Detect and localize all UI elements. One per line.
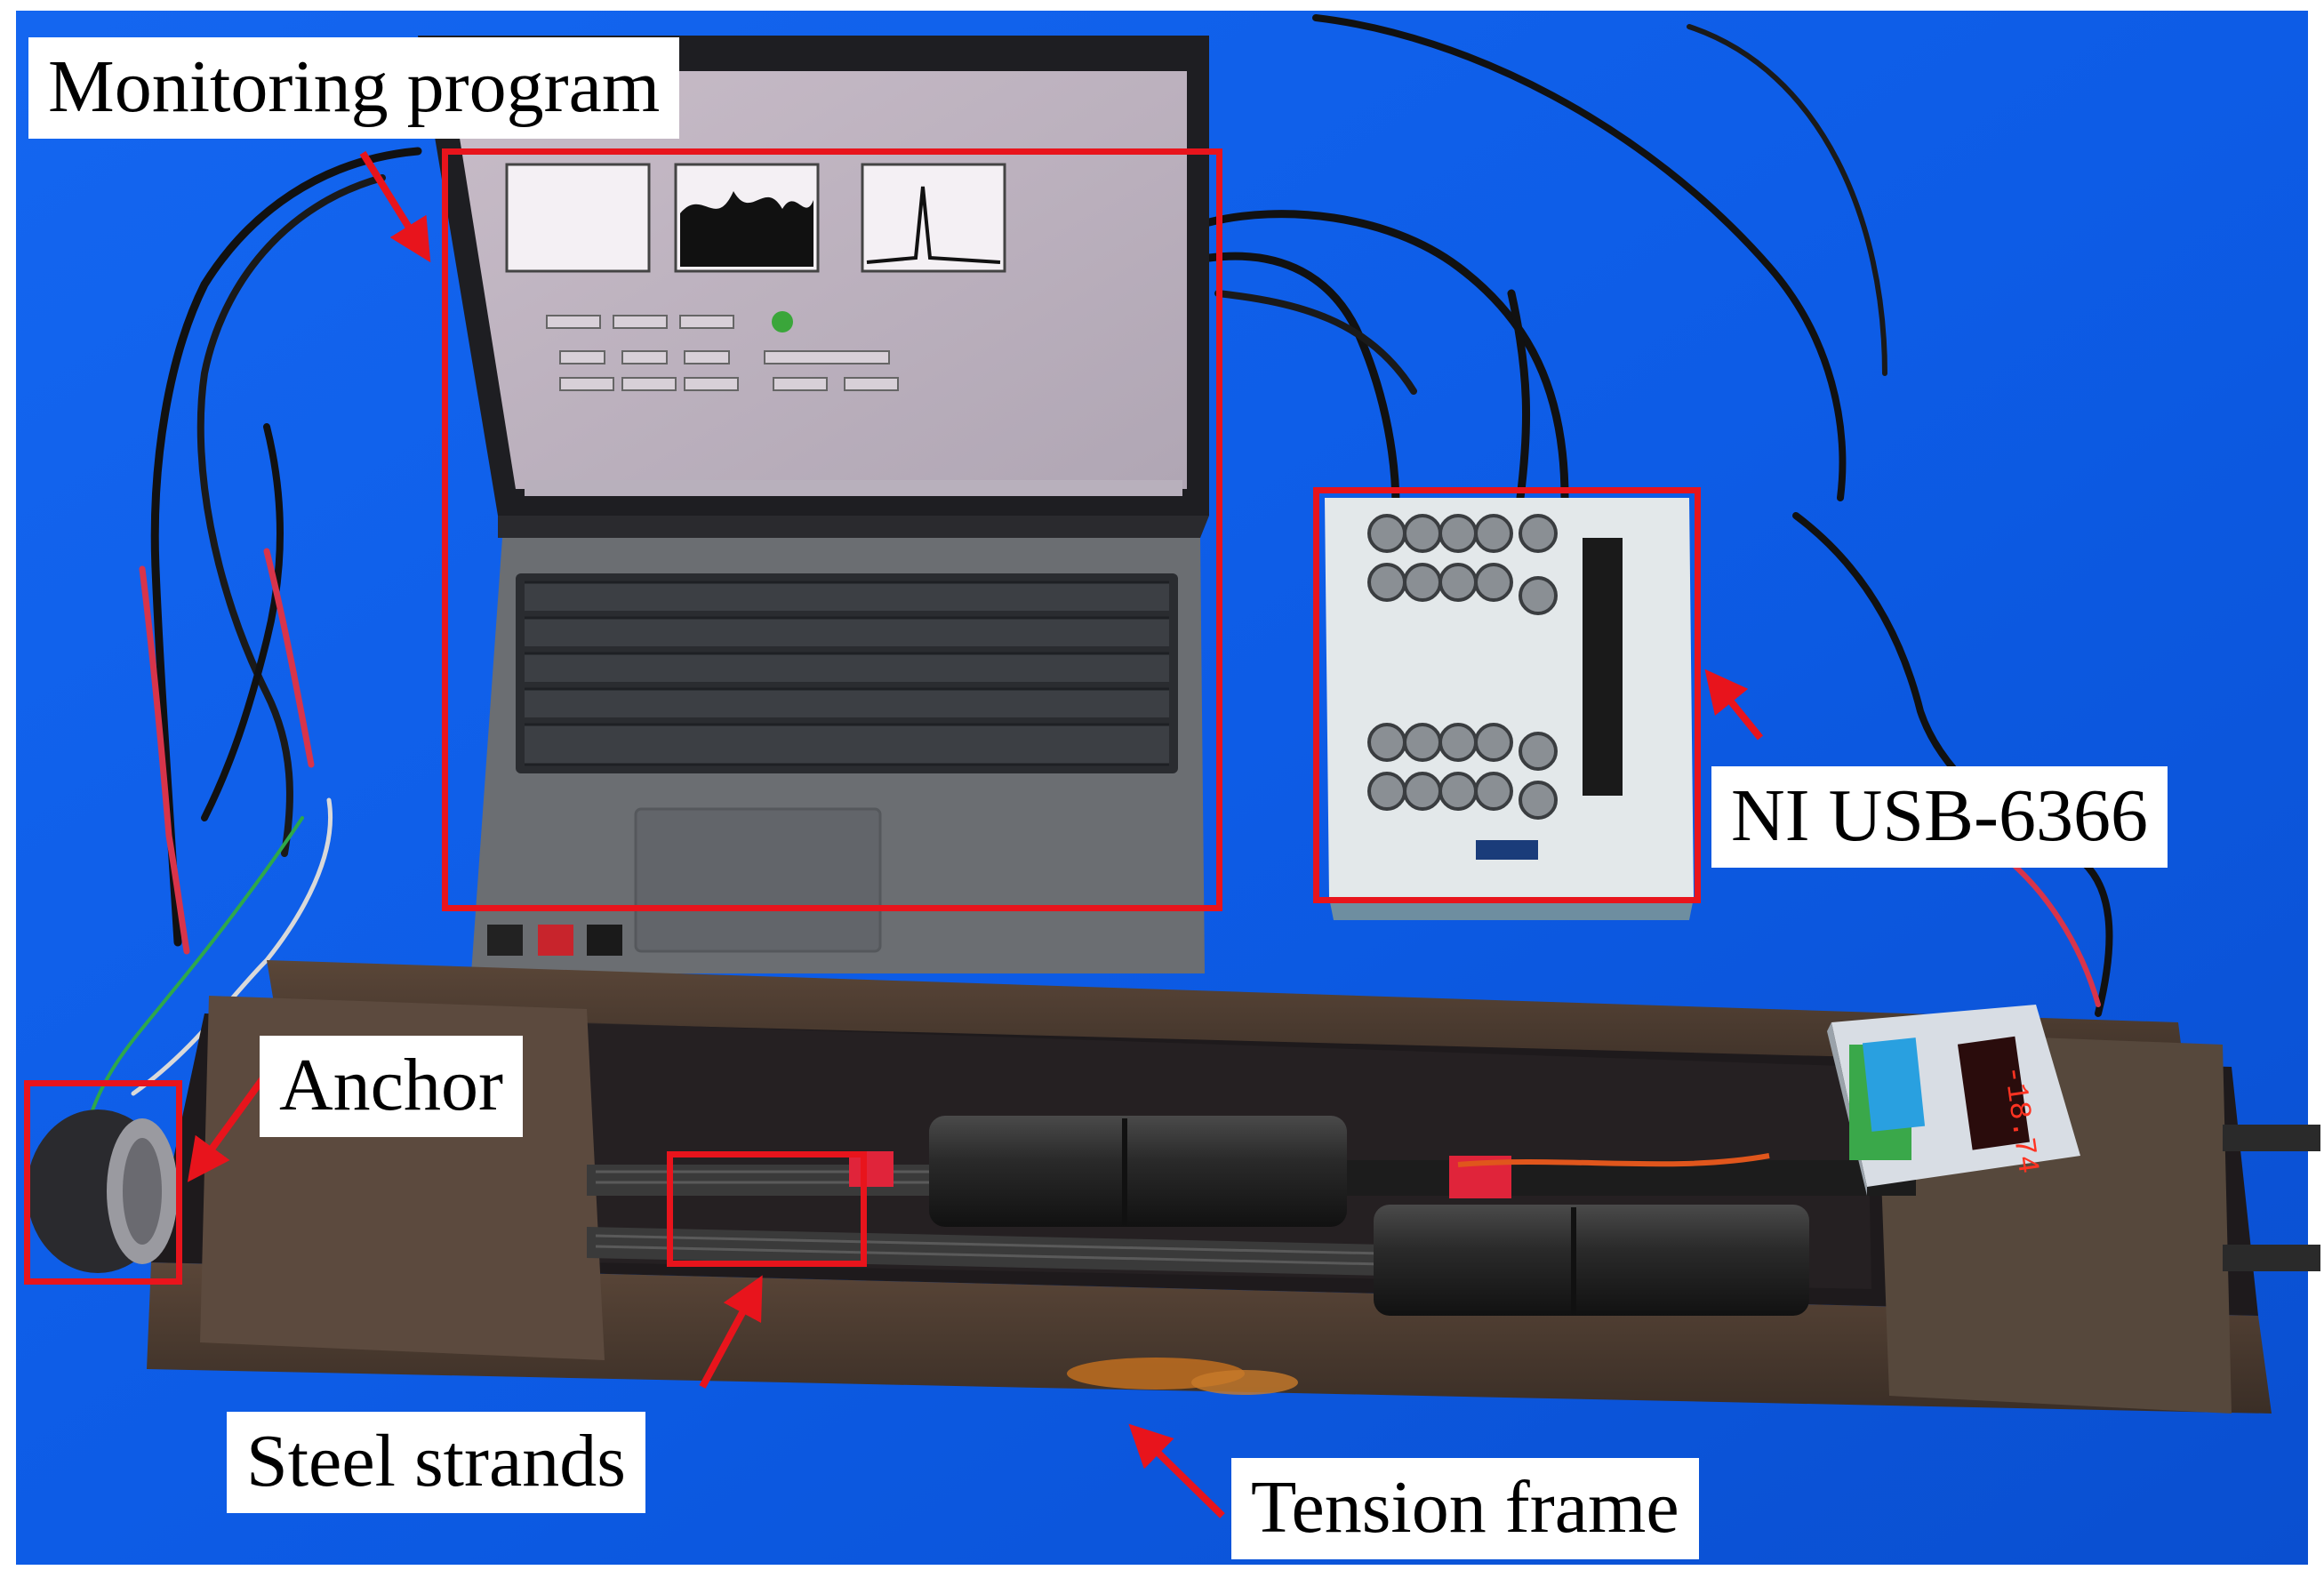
laptop-hinge [498, 516, 1209, 538]
daq-device [1325, 498, 1694, 920]
taskbar [525, 480, 1182, 496]
weigh-controller: -18.74 [1827, 1005, 2080, 1196]
monitoring-program-label: Monitoring program [28, 37, 680, 139]
anchor-highlight-box [24, 1080, 182, 1285]
steel-strands-label: Steel strands [227, 1412, 645, 1513]
anchor-label: Anchor [260, 1036, 523, 1137]
coupler-1 [929, 1116, 1347, 1227]
ni-usb-6366-label: NI USB-6366 [1711, 766, 2168, 868]
steel-strands-highlight-box [667, 1151, 867, 1267]
keyboard-keys [525, 582, 1169, 765]
laptop [418, 36, 1209, 973]
daq-highlight-box [1313, 487, 1701, 903]
screen-chart-3 [861, 163, 1006, 273]
monitoring-program-highlight-box [442, 148, 1222, 911]
tension-frame-label: Tension frame [1231, 1458, 1699, 1559]
anchor-device [27, 1109, 178, 1273]
screen-chart-1 [505, 163, 651, 273]
touchpad [634, 807, 882, 953]
coupler-2 [1374, 1205, 1809, 1316]
steel-strands [587, 1116, 1916, 1316]
